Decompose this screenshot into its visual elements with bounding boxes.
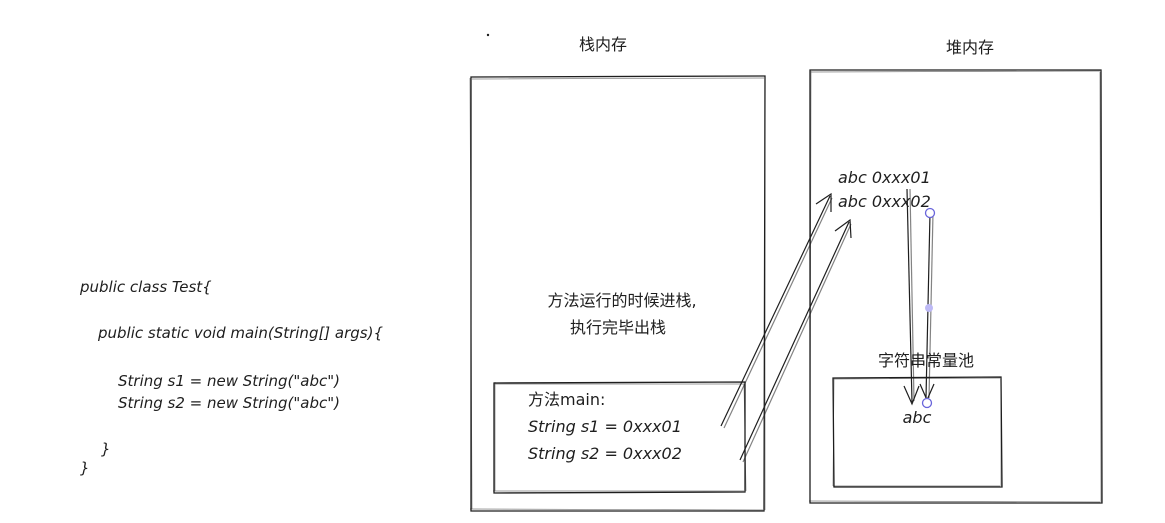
code-line-s2: String s2 = new String("abc") xyxy=(118,394,340,412)
code-line-class: public class Test{ xyxy=(79,278,212,296)
code-line-s1: String s1 = new String("abc") xyxy=(118,372,340,390)
stack-title: 栈内存 xyxy=(579,35,627,54)
main-frame-box xyxy=(493,381,746,494)
code-line-close-class: } xyxy=(80,459,90,477)
heap-object-1: abc 0xxx01 xyxy=(838,168,931,187)
stack-box-sketch xyxy=(469,77,766,511)
heap-box xyxy=(809,69,1103,504)
code-block: public class Test{ public static void ma… xyxy=(79,278,383,477)
main-frame-s2: String s2 = 0xxx02 xyxy=(528,444,682,463)
stack-note-line2: 执行完毕出栈 xyxy=(570,318,666,337)
main-frame-box-sketch xyxy=(493,382,747,492)
arrow-s1-to-obj1 xyxy=(720,192,833,429)
stray-dot xyxy=(486,33,490,37)
code-line-main: public static void main(String[] args){ xyxy=(97,324,383,342)
arrow-handle-top[interactable] xyxy=(924,207,936,219)
main-frame-title: 方法main: xyxy=(528,390,605,409)
string-pool-box xyxy=(832,376,1003,488)
string-pool-box-sketch xyxy=(832,377,1002,487)
stack-note-line1: 方法运行的时候进栈, xyxy=(547,291,696,310)
code-line-close-main: } xyxy=(101,440,111,458)
main-frame-s1: String s1 = 0xxx01 xyxy=(528,417,682,436)
arrow-handle-bottom[interactable] xyxy=(921,397,933,409)
heap-object-2: abc 0xxx02 xyxy=(838,192,931,211)
heap-box-sketch xyxy=(808,70,1102,503)
string-pool-title: 字符串常量池 xyxy=(878,351,974,370)
string-pool-value: abc xyxy=(903,408,932,427)
arrow-s2-to-obj2 xyxy=(739,218,852,463)
heap-title: 堆内存 xyxy=(946,38,994,57)
arrow-handle-mid[interactable] xyxy=(925,304,933,312)
arrow-obj1-to-pool xyxy=(903,188,920,406)
